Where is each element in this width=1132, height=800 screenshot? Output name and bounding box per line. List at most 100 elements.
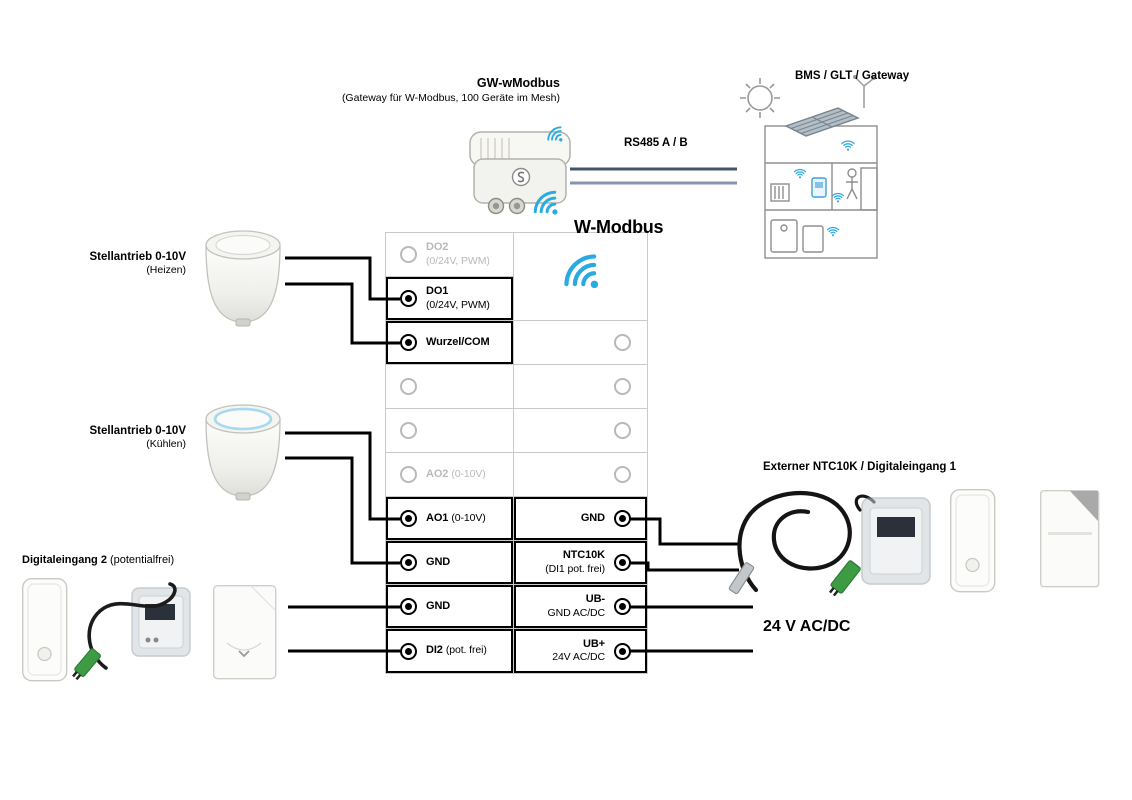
sensor-module-right-image	[828, 494, 931, 597]
terminal-ao2-label: AO2	[426, 467, 449, 480]
terminal-ao1-label: AO1	[426, 511, 449, 524]
wire-kuehlen-ao1	[285, 431, 400, 521]
terminal-row-rgnd: GND	[514, 497, 647, 541]
actuator-heizen-title: Stellantrieb 0-10V	[89, 251, 186, 263]
cable-gland-icon	[487, 197, 505, 215]
terminal-ubminus	[614, 598, 631, 615]
appliance-icon	[802, 225, 824, 253]
terminal-ubminus-label: UB-	[585, 593, 605, 606]
actuator-kuehlen-label: Stellantrieb 0-10V (Kühlen)	[40, 425, 186, 450]
card-holder-left-image	[212, 585, 277, 680]
actuator-heizen-label: Stellantrieb 0-10V (Heizen)	[40, 251, 186, 276]
terminal-row-gnd1: GND	[386, 541, 513, 585]
gateway-device-illustration	[469, 131, 571, 215]
terminal-row-ntc: NTC10K(DI1 pot. frei)	[514, 541, 647, 585]
terminal-rspare1	[614, 334, 631, 351]
green-connector-icon	[828, 560, 861, 597]
terminal-com	[400, 334, 417, 351]
terminal-rspare4	[614, 466, 631, 483]
terminal-row-gnd2: GND	[386, 585, 513, 629]
terminal-rspare2	[614, 378, 631, 395]
terminal-row-ubplus: UB+24V AC/DC	[514, 629, 647, 673]
terminal-do1-detail: (0/24V, PWM)	[426, 298, 490, 311]
terminal-do2-detail: (0/24V, PWM)	[426, 254, 490, 267]
gateway-wifi-icon	[529, 186, 569, 226]
terminal-com-label: Wurzel/COM	[426, 335, 490, 348]
terminal-row-ao1: AO1(0-10V)	[386, 497, 513, 541]
terminal-gnd2-label: GND	[426, 599, 451, 612]
terminal-row-rspare4	[514, 453, 647, 497]
terminal-column-left: DO2(0/24V, PWM) DO1(0/24V, PWM) Wurzel/C…	[386, 233, 514, 673]
terminal-row-wifi1	[514, 233, 647, 277]
wmodbus-title: W-Modbus	[574, 217, 664, 237]
digital-input2-label-rest: (potentialfrei)	[109, 554, 175, 566]
terminal-spare2	[400, 422, 417, 439]
wire-heizen-com	[285, 282, 400, 345]
terminal-row-com: Wurzel/COM	[386, 321, 513, 365]
solar-panel-icon	[784, 107, 860, 137]
terminal-ao1-detail: (0-10V)	[451, 511, 486, 524]
rs485-label: RS485 A / B	[624, 137, 688, 149]
terminal-ao1	[400, 510, 417, 527]
actuator-heizen-sub: (Heizen)	[146, 264, 186, 276]
card-holder-right-image	[1039, 490, 1100, 588]
terminal-do2-label: DO2	[426, 241, 449, 254]
door-contact-right-image	[950, 489, 996, 593]
door-icon	[860, 167, 878, 211]
cooling-ring-icon	[213, 407, 273, 431]
terminal-ntc-label: NTC10K	[562, 549, 605, 562]
digital-input2-label: Digitaleingang 2(potentialfrei)	[22, 554, 174, 566]
terminal-do2	[400, 246, 417, 263]
terminal-gnd2	[400, 598, 417, 615]
cable-sensor-left-image	[72, 582, 191, 681]
terminal-row-spare2	[386, 409, 513, 453]
bms-label: BMS / GLT / Gateway	[795, 70, 910, 82]
actuator-kuehlen-title: Stellantrieb 0-10V	[89, 425, 186, 437]
gateway-label-group: GW-wModbus (Gateway für W-Modbus, 100 Ge…	[280, 76, 560, 104]
terminal-row-rspare3	[514, 409, 647, 453]
terminal-row-wifi2	[514, 277, 647, 321]
terminal-do1	[400, 290, 417, 307]
terminal-ubplus-label: UB+	[582, 637, 605, 650]
terminal-ntc	[614, 554, 631, 571]
power-supply-label: 24 V AC/DC	[763, 618, 851, 635]
terminal-row-di2: DI2(pot. frei)	[386, 629, 513, 673]
gateway-signal-icon	[544, 123, 570, 149]
actuator-heizen-image	[205, 230, 281, 327]
thermostat-icon	[811, 177, 827, 198]
radiator-icon	[770, 183, 790, 202]
building-wifi-icon	[841, 140, 855, 152]
building-wifi-icon	[793, 168, 807, 180]
terminal-do1-label: DO1	[426, 285, 449, 298]
terminal-di2	[400, 642, 417, 660]
building-wifi-icon	[831, 192, 845, 204]
person-icon	[846, 168, 858, 200]
actuator-kuehlen-image	[205, 404, 281, 501]
terminal-ao2	[400, 466, 417, 483]
terminal-ubplus	[614, 642, 631, 660]
terminal-row-rspare2	[514, 365, 647, 409]
terminal-row-spare1	[386, 365, 513, 409]
terminal-ubplus-detail: 24V AC/DC	[552, 651, 605, 664]
terminal-rspare3	[614, 422, 631, 439]
terminal-rgnd	[614, 510, 631, 527]
terminal-column-right: GND NTC10K(DI1 pot. frei) UB-GND AC/DC U…	[514, 233, 647, 673]
sun-icon	[740, 78, 780, 118]
gateway-subtitle: (Gateway für W-Modbus, 100 Geräte im Mes…	[341, 92, 560, 104]
brand-logo-icon	[511, 167, 531, 187]
terminal-row-do1: DO1(0/24V, PWM)	[386, 277, 513, 321]
terminal-row-ao2: AO2(0-10V)	[386, 453, 513, 497]
gateway-name: GW-wModbus	[476, 76, 560, 90]
terminal-gnd1-label: GND	[426, 555, 451, 568]
door-contact-left-image	[22, 578, 68, 682]
terminal-ubminus-detail: GND AC/DC	[547, 606, 606, 619]
actuator-kuehlen-sub: (Kühlen)	[146, 438, 186, 450]
terminal-rgnd-label: GND	[580, 511, 605, 524]
digital-input2-label-bold: Digitaleingang 2	[22, 554, 107, 566]
terminal-row-ubminus: UB-GND AC/DC	[514, 585, 647, 629]
terminal-row-rspare1	[514, 321, 647, 365]
terminal-spare1	[400, 378, 417, 395]
terminal-block: DO2(0/24V, PWM) DO1(0/24V, PWM) Wurzel/C…	[385, 232, 648, 674]
terminal-ntc-detail: (DI1 pot. frei)	[545, 562, 605, 575]
